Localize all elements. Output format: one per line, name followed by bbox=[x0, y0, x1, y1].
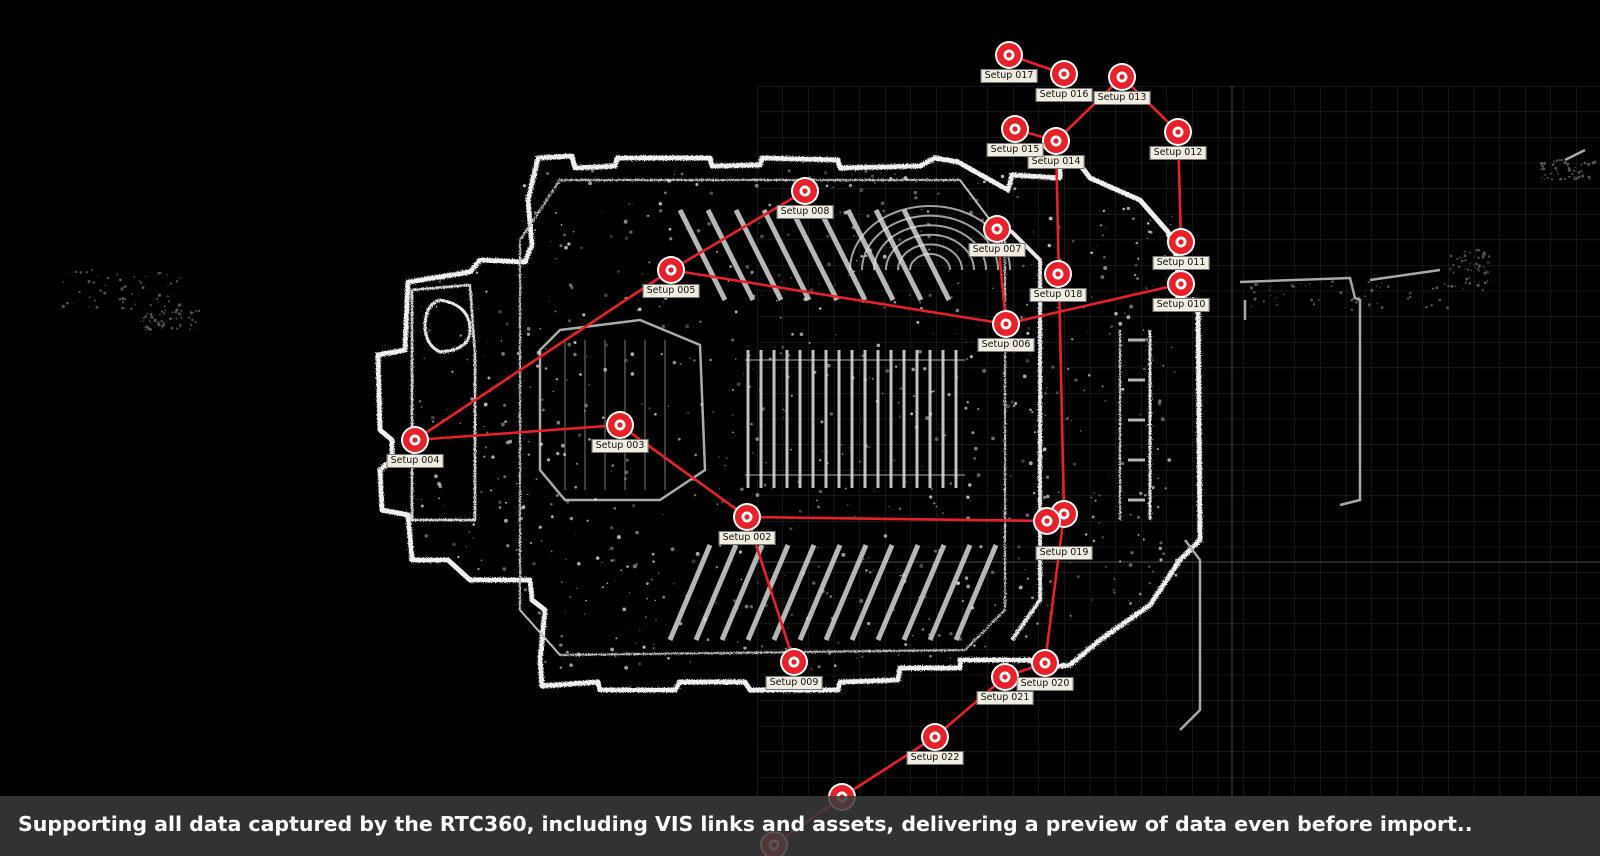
setup-label-s2: Setup 002 bbox=[718, 531, 776, 545]
setup-label-s3: Setup 003 bbox=[591, 439, 649, 453]
setup-marker-s4[interactable] bbox=[401, 426, 429, 454]
setup-label-s8: Setup 008 bbox=[776, 205, 834, 219]
caption-text: Supporting all data captured by the RTC3… bbox=[18, 812, 1473, 836]
setup-label-s13: Setup 013 bbox=[1093, 91, 1151, 105]
setup-marker-s6[interactable] bbox=[992, 310, 1020, 338]
setup-label-s7: Setup 007 bbox=[968, 243, 1026, 257]
link-s6-s10 bbox=[1005, 282, 1182, 326]
link-s5-s6 bbox=[670, 268, 1007, 326]
link-s14-s13 bbox=[1055, 76, 1123, 142]
setup-label-s18: Setup 018 bbox=[1029, 288, 1087, 302]
setup-marker-s12[interactable] bbox=[1164, 118, 1192, 146]
link-s19-s14 bbox=[1054, 140, 1066, 515]
link-s2-s25 bbox=[746, 515, 1048, 523]
setup-label-s16: Setup 016 bbox=[1035, 88, 1093, 102]
setup-label-s12: Setup 012 bbox=[1149, 146, 1207, 160]
setup-marker-s21[interactable] bbox=[991, 663, 1019, 691]
setup-label-s9: Setup 009 bbox=[765, 676, 823, 690]
setup-marker-s8[interactable] bbox=[791, 177, 819, 205]
setup-marker-s13[interactable] bbox=[1108, 63, 1136, 91]
setup-marker-s22[interactable] bbox=[921, 723, 949, 751]
setup-label-s21: Setup 021 bbox=[976, 691, 1034, 705]
setup-label-s6: Setup 006 bbox=[977, 338, 1035, 352]
setup-marker-s20[interactable] bbox=[1031, 649, 1059, 677]
setup-marker-s25[interactable] bbox=[1033, 507, 1061, 535]
setup-label-s10: Setup 010 bbox=[1152, 298, 1210, 312]
link-s4-s3 bbox=[414, 423, 621, 442]
setup-label-s20: Setup 020 bbox=[1016, 677, 1074, 691]
setup-marker-s16[interactable] bbox=[1050, 60, 1078, 88]
setup-marker-s3[interactable] bbox=[606, 411, 634, 439]
setup-marker-s14[interactable] bbox=[1042, 127, 1070, 155]
link-s22-s23 bbox=[841, 735, 936, 799]
faint-scan-points bbox=[61, 159, 1597, 332]
setup-label-s4: Setup 004 bbox=[386, 454, 444, 468]
setup-label-s17: Setup 017 bbox=[980, 69, 1038, 83]
setup-marker-s15[interactable] bbox=[1001, 115, 1029, 143]
caption-bar: Supporting all data captured by the RTC3… bbox=[0, 796, 1600, 856]
link-s19-s20 bbox=[1043, 513, 1066, 664]
setup-marker-s5[interactable] bbox=[657, 256, 685, 284]
setup-marker-s2[interactable] bbox=[733, 503, 761, 531]
setup-marker-s18[interactable] bbox=[1044, 260, 1072, 288]
setup-label-s11: Setup 011 bbox=[1152, 256, 1210, 270]
setup-label-s15: Setup 015 bbox=[986, 143, 1044, 157]
link-s4-s5 bbox=[414, 268, 672, 442]
setup-marker-s7[interactable] bbox=[983, 215, 1011, 243]
link-s21-s22 bbox=[934, 676, 1006, 738]
setup-label-s5: Setup 005 bbox=[642, 284, 700, 298]
point-cloud-noise bbox=[419, 169, 1182, 671]
setup-marker-s17[interactable] bbox=[995, 41, 1023, 69]
link-s5-s8 bbox=[670, 189, 806, 272]
setup-label-s14: Setup 014 bbox=[1027, 155, 1085, 169]
setup-marker-s9[interactable] bbox=[780, 648, 808, 676]
setup-marker-s10[interactable] bbox=[1167, 270, 1195, 298]
setup-label-s19: Setup 019 bbox=[1035, 546, 1093, 560]
adjacent-structure-scan bbox=[1179, 148, 1586, 731]
setup-markers[interactable] bbox=[401, 41, 1195, 856]
setup-marker-s11[interactable] bbox=[1167, 228, 1195, 256]
setup-label-s22: Setup 022 bbox=[906, 751, 964, 765]
